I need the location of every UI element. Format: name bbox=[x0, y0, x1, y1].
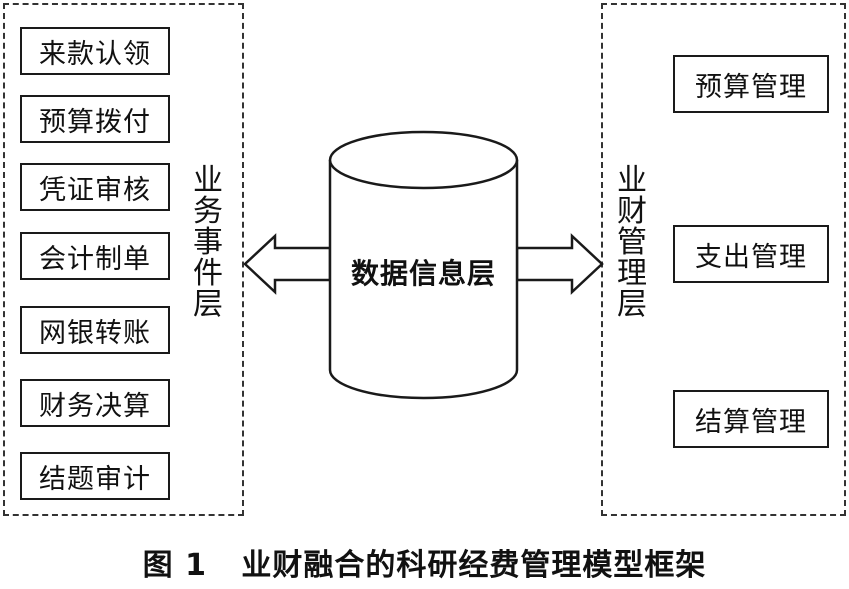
business-item-1: 预算拨付 bbox=[20, 95, 170, 143]
data-information-layer-label: 数据信息层 bbox=[350, 257, 496, 290]
business-item-2: 凭证审核 bbox=[20, 163, 170, 211]
finance-management-layer-label: 业财管理层 bbox=[617, 163, 647, 322]
database-cylinder-top bbox=[328, 130, 519, 190]
business-item-6: 结题审计 bbox=[20, 452, 170, 500]
business-item-0: 来款认领 bbox=[20, 27, 170, 75]
finance-item-2: 结算管理 bbox=[673, 390, 829, 448]
business-event-layer-panel bbox=[3, 3, 244, 516]
left-arrow bbox=[243, 233, 332, 295]
business-item-3: 会计制单 bbox=[20, 232, 170, 280]
business-item-5: 财务决算 bbox=[20, 379, 170, 427]
figure-caption: 图 1 业财融合的科研经费管理模型框架 bbox=[142, 548, 707, 583]
database-cylinder-body bbox=[328, 160, 519, 400]
business-event-layer-label: 业务事件层 bbox=[193, 163, 223, 322]
finance-item-1: 支出管理 bbox=[673, 225, 829, 283]
finance-management-layer-panel bbox=[601, 3, 846, 516]
right-arrow bbox=[515, 233, 604, 295]
finance-item-0: 预算管理 bbox=[673, 55, 829, 113]
business-item-4: 网银转账 bbox=[20, 306, 170, 354]
